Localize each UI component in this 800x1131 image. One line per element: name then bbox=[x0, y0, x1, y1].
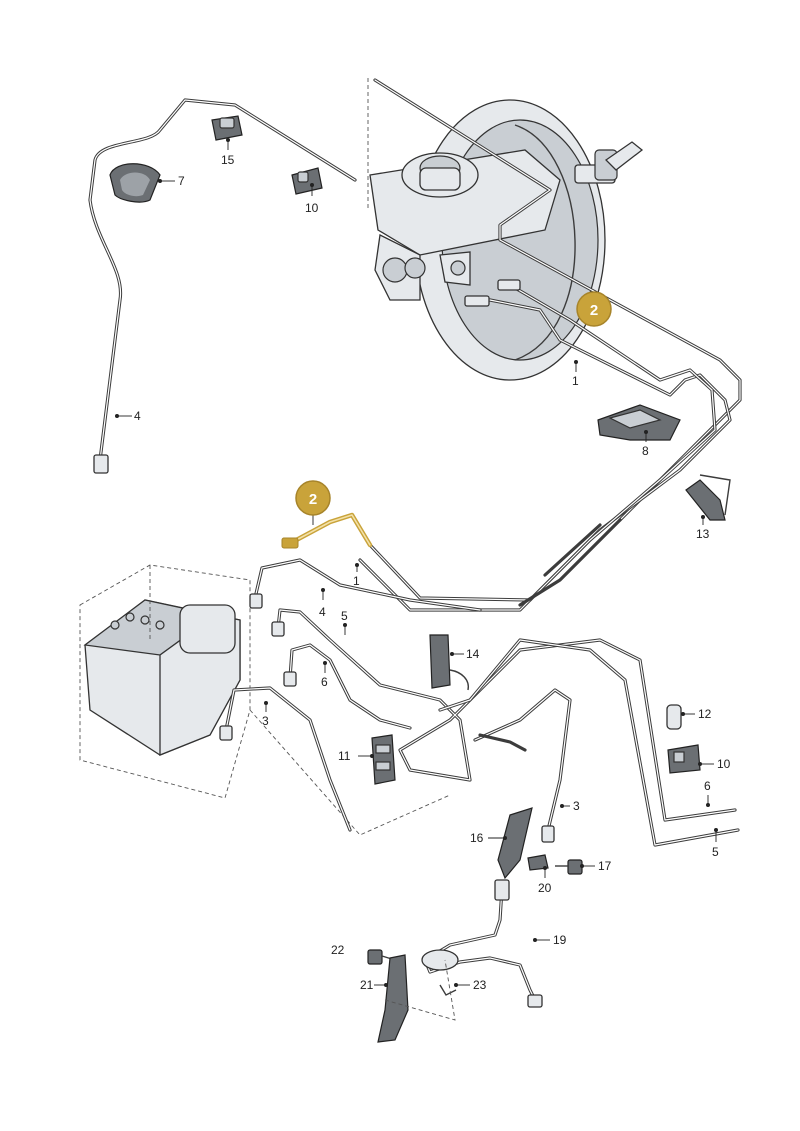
clip-11 bbox=[371, 734, 396, 785]
svg-text:6: 6 bbox=[321, 675, 328, 689]
svg-text:4: 4 bbox=[319, 605, 326, 619]
callout-23: 23 bbox=[454, 978, 487, 992]
brake-line-6-lower bbox=[283, 643, 412, 730]
callout-17: 17 bbox=[580, 859, 612, 873]
svg-text:3: 3 bbox=[573, 799, 580, 813]
svg-text:12: 12 bbox=[698, 707, 712, 721]
callout-16: 16 bbox=[470, 831, 507, 845]
grommet-7 bbox=[109, 163, 161, 203]
callout-15: 15 bbox=[221, 138, 235, 167]
svg-text:21: 21 bbox=[360, 978, 374, 992]
svg-text:7: 7 bbox=[178, 174, 185, 188]
callout-8: 8 bbox=[642, 430, 649, 458]
svg-text:20: 20 bbox=[538, 881, 552, 895]
callout-21: 21 bbox=[360, 978, 388, 992]
clip-10-upper bbox=[291, 167, 323, 195]
callout-10-upper: 10 bbox=[305, 183, 319, 215]
svg-text:16: 16 bbox=[470, 831, 484, 845]
clip-10-lower bbox=[667, 744, 701, 774]
brake-line-3-right bbox=[473, 688, 572, 843]
lower-dashed-outline bbox=[384, 959, 456, 1021]
brake-line-4-upper bbox=[88, 98, 357, 474]
callout-7: 7 bbox=[158, 174, 185, 188]
clip-23 bbox=[439, 984, 457, 996]
svg-text:14: 14 bbox=[466, 647, 480, 661]
callout-3-right: 3 bbox=[560, 799, 580, 813]
callout-2-upper: 2 bbox=[576, 291, 612, 327]
brake-line-to-booster bbox=[373, 78, 742, 522]
bolt-17 bbox=[555, 859, 583, 875]
svg-text:19: 19 bbox=[553, 933, 567, 947]
svg-text:2: 2 bbox=[590, 302, 598, 319]
svg-text:15: 15 bbox=[221, 153, 235, 167]
svg-text:10: 10 bbox=[717, 757, 731, 771]
svg-text:2: 2 bbox=[309, 491, 317, 508]
brake-line-long-harness bbox=[518, 518, 622, 607]
abs-dashed-outline bbox=[79, 564, 451, 836]
svg-text:4: 4 bbox=[134, 409, 141, 423]
brake-line-4-lower bbox=[249, 558, 482, 612]
callout-14: 14 bbox=[450, 647, 480, 661]
svg-text:3: 3 bbox=[262, 714, 269, 728]
callout-13: 13 bbox=[696, 515, 710, 541]
callout-2-lower: 2 bbox=[295, 480, 331, 525]
callout-4-lower: 4 bbox=[319, 588, 326, 619]
callout-12: 12 bbox=[681, 707, 712, 721]
brake-line-3-lower bbox=[219, 686, 352, 832]
callout-1-upper: 1 bbox=[572, 360, 579, 388]
bracket-13 bbox=[685, 474, 731, 521]
bracket-21 bbox=[377, 954, 409, 1043]
clip-15 bbox=[211, 115, 243, 141]
bracket-16 bbox=[497, 807, 533, 880]
holder-8 bbox=[597, 404, 681, 441]
sleeve-12 bbox=[666, 704, 682, 730]
svg-text:5: 5 bbox=[341, 609, 348, 623]
svg-text:11: 11 bbox=[338, 749, 351, 763]
brake-line-19 bbox=[421, 879, 543, 1008]
callout-5-right: 5 bbox=[712, 828, 719, 859]
svg-text:10: 10 bbox=[305, 201, 319, 215]
callout-3-left: 3 bbox=[262, 701, 269, 728]
brake-line-5-lower bbox=[271, 608, 740, 847]
highlighted-brake-line-2 bbox=[281, 512, 373, 549]
svg-text:22: 22 bbox=[331, 943, 345, 957]
callout-4-upper: 4 bbox=[115, 409, 141, 423]
callout-5-lower: 5 bbox=[341, 609, 348, 635]
callout-10-lower: 10 bbox=[698, 757, 731, 771]
callout-22: 22 bbox=[331, 943, 345, 957]
svg-text:17: 17 bbox=[598, 859, 612, 873]
abs-hydraulic-unit bbox=[83, 599, 241, 756]
bracket-14 bbox=[429, 634, 469, 691]
callout-20: 20 bbox=[538, 866, 552, 895]
callout-11: 11 bbox=[338, 749, 374, 763]
svg-text:1: 1 bbox=[572, 374, 579, 388]
svg-text:8: 8 bbox=[642, 444, 649, 458]
svg-text:13: 13 bbox=[696, 527, 710, 541]
svg-text:23: 23 bbox=[473, 978, 487, 992]
callout-1-lower: 1 bbox=[353, 563, 360, 588]
clip-20 bbox=[527, 854, 549, 871]
svg-text:1: 1 bbox=[353, 574, 360, 588]
master-cylinder bbox=[369, 149, 561, 301]
callout-19: 19 bbox=[533, 933, 567, 947]
callout-6-right: 6 bbox=[704, 779, 711, 807]
callout-6-lower: 6 bbox=[321, 661, 328, 689]
svg-text:6: 6 bbox=[704, 779, 711, 793]
svg-text:5: 5 bbox=[712, 845, 719, 859]
